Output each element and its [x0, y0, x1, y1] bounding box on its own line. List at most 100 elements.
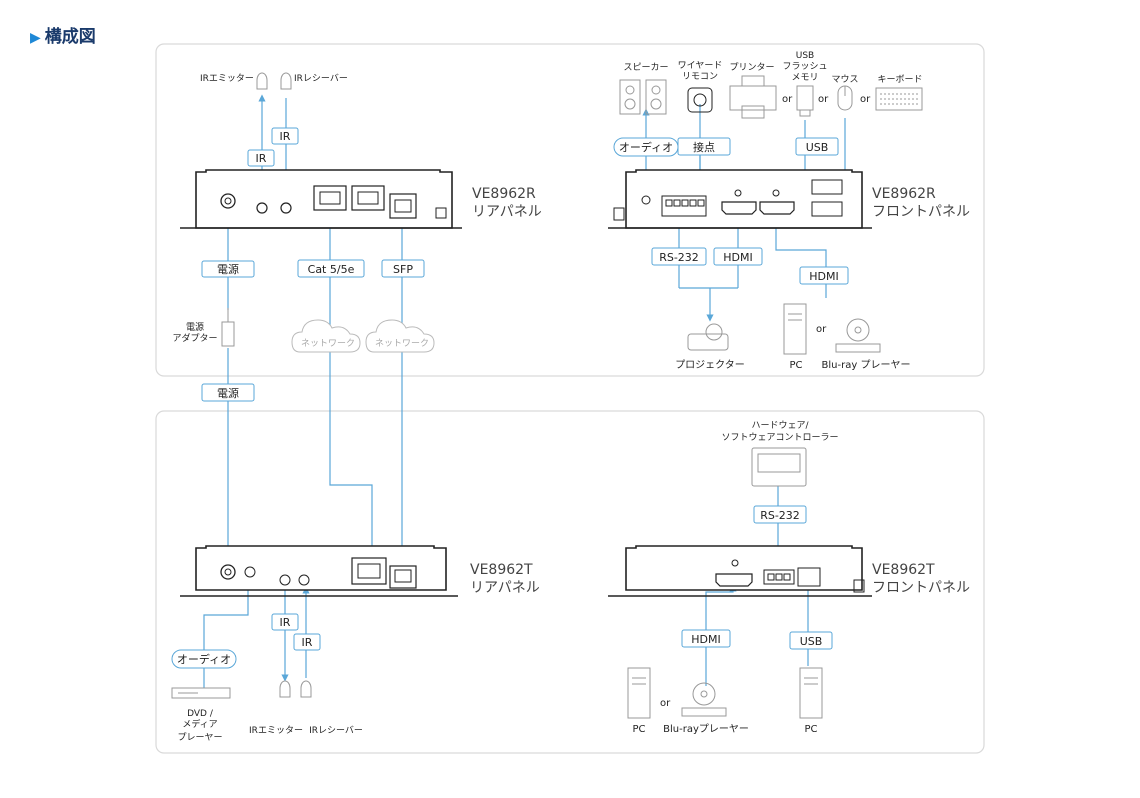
pc-tower-icon [627, 667, 651, 719]
svg-text:HDMI: HDMI [691, 633, 720, 646]
lower-rear-model: VE8962T [470, 562, 533, 578]
keyboard-icon [875, 87, 923, 111]
usb-port-icon [811, 201, 843, 217]
or-word: or [818, 94, 829, 105]
upper-front-label: フロントパネル [872, 204, 970, 220]
projector-icon [687, 323, 729, 351]
tag-usb-lower: USB [789, 631, 833, 650]
dvd-player-icon [171, 687, 231, 699]
svg-text:IR: IR [280, 616, 291, 629]
audio-port-icon [641, 195, 651, 205]
bluray-label-lower: Blu-rayプレーヤー [663, 723, 749, 735]
rj45-port-icon [351, 185, 385, 211]
pc-tower-icon [799, 667, 823, 719]
hdmi-port-icon [721, 201, 757, 215]
tag-hdmi-upper-1: HDMI [713, 247, 763, 266]
usb-port-icon [811, 179, 843, 195]
controller-icon [751, 447, 807, 487]
or-word: or [816, 324, 827, 335]
tag-hdmi-lower: HDMI [681, 629, 731, 648]
lower-front-label: フロントパネル [872, 580, 970, 596]
tag-ir-2: IR [271, 127, 299, 145]
dvd-label-3: プレーヤー [177, 732, 222, 743]
lower-front-model: VE8962T [872, 562, 935, 578]
ir-emitter-label-lower: IRエミッター [249, 725, 303, 736]
svg-text:Cat 5/5e: Cat 5/5e [308, 263, 355, 276]
section-title: ▶構成図 [30, 22, 96, 47]
tag-sfp: SFP [381, 259, 425, 278]
power-adapter-icon [221, 308, 235, 347]
svg-text:ネットワーク: ネットワーク [301, 338, 355, 349]
terminal-block-icon [661, 195, 707, 217]
upper-panel-frame [155, 43, 985, 377]
svg-text:SFP: SFP [393, 263, 413, 276]
or-word: or [860, 94, 871, 105]
svg-text:RS-232: RS-232 [760, 509, 800, 522]
power-port-icon [220, 193, 236, 209]
dvd-label-1: DVD / [187, 709, 214, 719]
tag-hdmi-upper-2: HDMI [799, 266, 849, 285]
speaker-label: スピーカー [623, 62, 668, 73]
hdmi-port-icon [715, 573, 753, 587]
audio-port-icon [244, 566, 256, 578]
ir-emitter-label: IRエミッター [200, 73, 254, 84]
or-word: or [660, 698, 671, 709]
wired-remote-label-1: ワイヤード [678, 61, 723, 71]
tag-power-upper: 電源 [201, 260, 255, 278]
usb-flash-label-2: フラッシュ [782, 61, 827, 72]
ir-emitter-icon [256, 72, 292, 90]
svg-text:HDMI: HDMI [809, 270, 838, 283]
ir-port-icon [256, 202, 268, 214]
svg-text:HDMI: HDMI [723, 251, 752, 264]
sfp-port-icon [389, 565, 417, 589]
tag-rs232-lower: RS-232 [753, 505, 807, 524]
svg-text:USB: USB [806, 141, 829, 154]
ir-receiver-label: IRレシーバー [294, 73, 348, 84]
tag-ir-lower-2: IR [293, 633, 321, 651]
usb-flash-label-3: メモリ [791, 73, 818, 83]
controller-label-1: ハードウェア/ [751, 420, 809, 431]
hdmi-port-icon [759, 201, 795, 215]
rj45-port-icon [351, 557, 387, 585]
ir-emitter-icon [279, 680, 312, 698]
bluray-icon [835, 318, 881, 353]
upper-rear-label: リアパネル [472, 204, 542, 220]
wired-remote-label-2: リモコン [682, 72, 718, 82]
svg-text:電源: 電源 [217, 262, 239, 276]
tag-cat5: Cat 5/5e [297, 259, 365, 278]
usb-flash-icon [796, 85, 814, 117]
pc-tower-icon [783, 303, 807, 355]
tag-rs232-upper: RS-232 [651, 247, 707, 266]
power-port-icon [220, 564, 236, 580]
rj45-port-icon [313, 185, 347, 211]
mouse-label: マウス [831, 74, 858, 85]
upper-front-model: VE8962R [872, 186, 936, 202]
printer-icon [729, 75, 777, 119]
or-word: or [782, 94, 793, 105]
ir-receiver-label-lower: IRレシーバー [309, 725, 363, 736]
keyboard-label: キーボード [877, 74, 922, 85]
speaker-icon [619, 79, 667, 115]
tag-power-between: 電源 [201, 383, 255, 402]
pc-label-lower-1: PC [632, 724, 645, 735]
tag-ir-1: IR [247, 149, 275, 167]
svg-text:オーディオ: オーディオ [177, 652, 231, 666]
bluray-label: Blu-ray プレーヤー [822, 359, 911, 371]
pc-label: PC [789, 360, 802, 371]
controller-label-2: ソフトウェアコントローラー [721, 432, 838, 443]
ve8962r-rear-device [180, 169, 462, 229]
svg-text:IR: IR [302, 636, 313, 649]
section-title-text: 構成図 [44, 27, 96, 47]
sfp-port-icon [389, 193, 417, 219]
cloud-icon: ネットワーク [291, 319, 361, 353]
svg-text:USB: USB [800, 635, 823, 648]
ve8962t-rear-device [180, 545, 458, 597]
printer-label: プリンター [729, 62, 774, 73]
svg-text:IR: IR [280, 130, 291, 143]
tag-contact: 接点 [677, 137, 731, 156]
ir-port-icon [298, 574, 310, 586]
svg-text:RS-232: RS-232 [659, 251, 699, 264]
lower-panel-frame [155, 410, 985, 754]
play-triangle-icon: ▶ [30, 30, 41, 46]
